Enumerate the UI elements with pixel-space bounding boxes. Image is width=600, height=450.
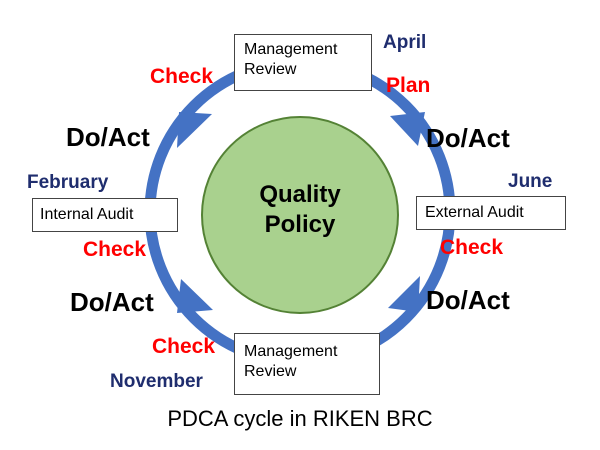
arrowhead-top-right [390,112,425,146]
phase-doact-bottom-right: Do/Act [426,285,510,315]
phase-check-right: Check [440,236,504,259]
month-february: February [27,172,109,193]
box-line-1: Management [244,343,338,360]
arrowhead-top-left [177,112,212,148]
center-line-1: Quality [259,181,341,208]
diagram-caption: PDCA cycle in RIKEN BRC [167,406,433,431]
box-line-1: Management [244,41,338,58]
internal-audit-box: Internal Audit [32,198,178,232]
quality-policy-label: Quality Policy [205,180,395,240]
month-april: April [383,32,427,53]
phase-check-top-left: Check [150,65,214,88]
month-june: June [508,171,553,192]
management-review-box-bottom: Management Review [234,333,380,395]
management-review-box-top: Management Review [234,34,372,91]
arrowhead-bottom-left [177,279,213,313]
phase-plan: Plan [386,74,431,97]
phase-doact-top-right: Do/Act [426,123,510,153]
external-audit-box: External Audit [416,196,566,230]
quality-policy-circle [201,116,399,314]
phase-check-bottom-left: Check [152,335,216,358]
box-line-2: Review [244,61,297,78]
center-line-2: Policy [264,211,336,238]
month-november: November [110,371,203,392]
phase-doact-top-left: Do/Act [66,122,150,152]
internal-audit-label: Internal Audit [40,206,134,223]
box-line-2: Review [244,363,297,380]
phase-check-left: Check [83,238,147,261]
arrowhead-bottom-right [388,276,420,312]
phase-doact-bottom-left: Do/Act [70,287,154,317]
external-audit-label: External Audit [425,204,524,221]
